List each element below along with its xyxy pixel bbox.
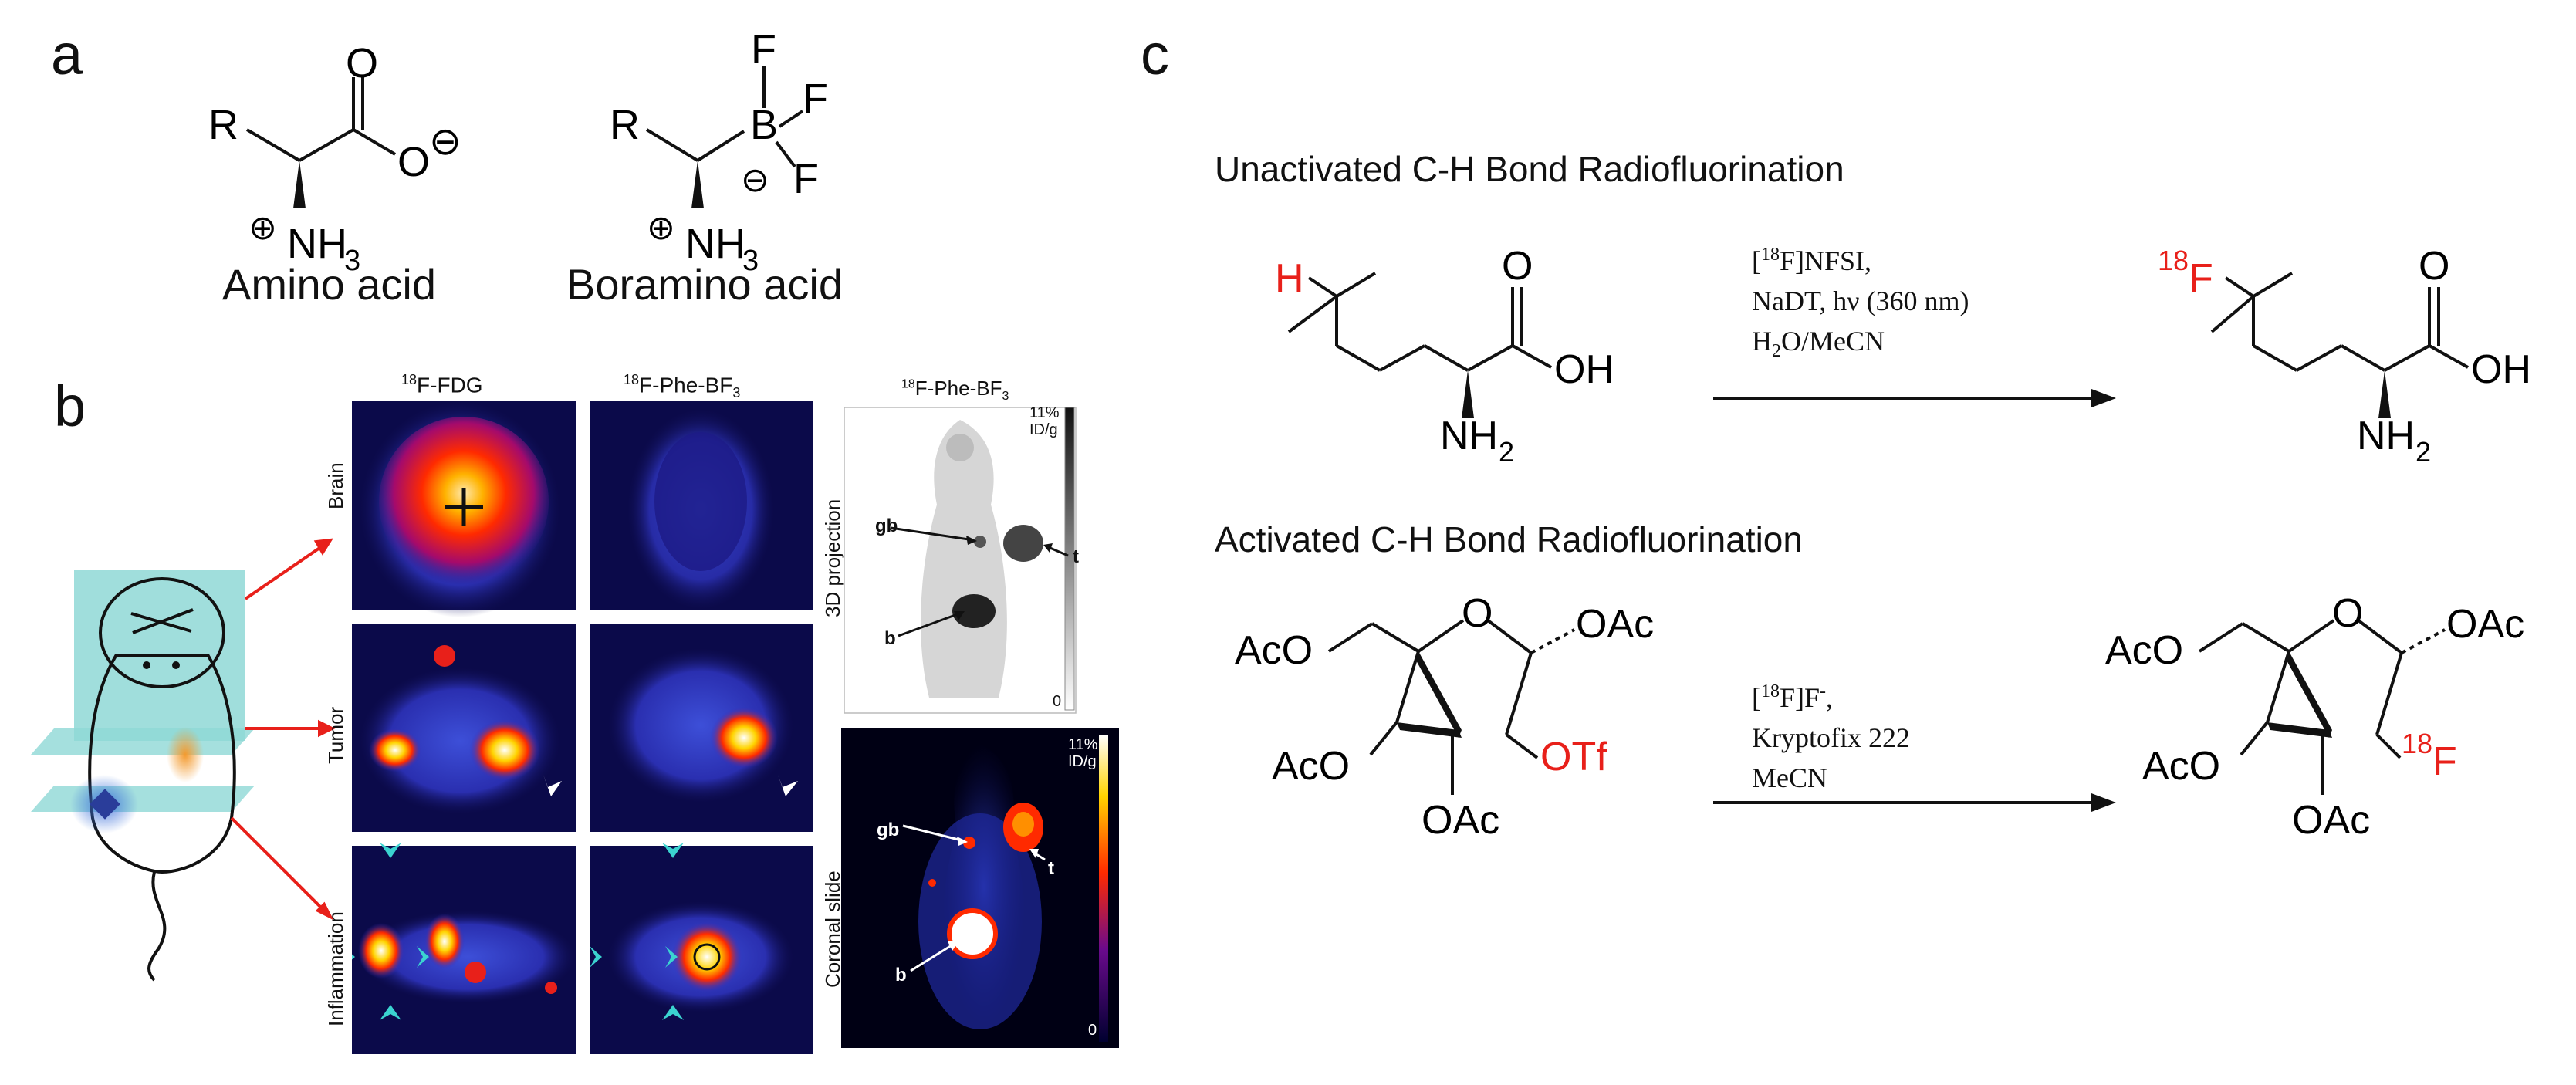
- column-label-fdg: 18F-FDG: [401, 372, 483, 397]
- coronal-image: [841, 728, 1119, 1048]
- reaction-1-nh: NH: [1440, 414, 1498, 458]
- boramino-f2: F: [803, 76, 828, 122]
- reaction-1-left-bonds: [1287, 272, 1552, 372]
- panel-letter-b: b: [54, 374, 86, 438]
- reaction-2-product-o-ring: O: [2332, 591, 2363, 636]
- heading-activated: Activated C-H Bond Radiofluorination: [1215, 519, 1803, 559]
- amino-acid-bonds: [245, 77, 397, 162]
- reaction-1-product-o: O: [2419, 244, 2449, 289]
- reaction-2-product-18: 18: [2402, 728, 2432, 759]
- reaction-1-right-bonds: [2210, 272, 2469, 372]
- mouse-head: [99, 577, 225, 688]
- pet-image-grid: [352, 401, 813, 1054]
- mouse-cross: [130, 608, 194, 634]
- row-label-inflammation: Inflammation: [324, 911, 347, 1026]
- mouse-silhouette: [921, 420, 1007, 698]
- mouse-cartoon: [31, 538, 336, 982]
- amino-minus: ⊖: [429, 120, 461, 163]
- panel-a-structures: R O O ⊖ ⊕ NH 3 R B F F F ⊖ ⊕ NH 3: [208, 26, 828, 277]
- coronal-scale-top: 11%ID/g: [1068, 736, 1098, 770]
- heading-unactivated: Unactivated C-H Bond Radiofluorination: [1215, 149, 1844, 189]
- projection-gb-label: gb: [875, 515, 898, 536]
- amino-plus: ⊕: [248, 209, 277, 247]
- amino-o-top: O: [346, 40, 378, 86]
- projection-title: 18F-Phe-BF3: [901, 377, 1009, 404]
- reaction-1-product-oh: OH: [2471, 347, 2531, 392]
- reaction-2-product-oac-right: OAc: [2446, 602, 2524, 647]
- mouse-body: [88, 654, 236, 874]
- projection-scale-bottom: 0: [1053, 693, 1062, 710]
- boramino-nh-sub: 3: [742, 245, 759, 277]
- projection-side-label: 3D projection: [821, 499, 844, 617]
- reaction-1-18: 18: [2158, 245, 2189, 276]
- reaction-2-oac-right: OAc: [1576, 602, 1654, 647]
- projection-scale-top: 11%ID/g: [1029, 404, 1060, 438]
- row-label-brain: Brain: [324, 462, 347, 509]
- reaction-1: H O OH NH 2 18 F O OH NH 2: [1275, 244, 2531, 468]
- mouse-tail: [147, 871, 167, 982]
- boramino-acid-wedge: [691, 161, 704, 208]
- boramino-nh: NH: [685, 221, 745, 267]
- reaction-2-product-aco-left: AcO: [2142, 744, 2220, 789]
- projection-t-label: t: [1073, 546, 1079, 567]
- coronal-t-label: t: [1048, 858, 1054, 879]
- reaction-1-product-nh: NH: [2357, 414, 2415, 458]
- reaction-2-product-f: F: [2432, 739, 2457, 784]
- caption-amino-acid: Amino acid: [222, 260, 437, 309]
- tumor-arrowhead-icon: [543, 775, 562, 796]
- reaction-2-oac-bottom: OAc: [1422, 798, 1499, 843]
- boramino-b: B: [750, 102, 778, 148]
- amino-nh-sub: 3: [344, 245, 360, 277]
- column-label-phe: 18F-Phe-BF3: [624, 372, 741, 401]
- reaction-2-o-ring: O: [1462, 591, 1493, 636]
- reaction-1-conditions: [18F]NFSI, NaDT, hν (360 nm) H2O/MeCN: [1752, 245, 1969, 362]
- boramino-minus: ⊖: [741, 161, 769, 199]
- reaction-2-left-bonds: [1327, 619, 1539, 795]
- row-label-tumor: Tumor: [324, 706, 347, 764]
- reaction-1-nh-sub: 2: [1499, 436, 1514, 468]
- inflammation-plane: [31, 786, 255, 812]
- coronal-b-label: b: [895, 965, 907, 985]
- boramino-plus: ⊕: [647, 209, 675, 247]
- amino-o-minus: O: [397, 139, 430, 185]
- boramino-f3: F: [793, 156, 819, 202]
- panel-letter-c: c: [1141, 22, 1169, 86]
- reaction-2-otf: OTf: [1540, 735, 1607, 779]
- boramino-r: R: [610, 102, 640, 148]
- panel-letter-a: a: [51, 22, 83, 86]
- selection-arrows: [230, 538, 336, 921]
- amino-r: R: [208, 102, 238, 148]
- reaction-2-product-aco-top: AcO: [2105, 628, 2183, 673]
- coronal-scale-bottom: 0: [1088, 1022, 1097, 1039]
- reaction-1-product-nh-sub: 2: [2415, 436, 2431, 468]
- tumor-arrowhead-icon-2: [778, 775, 798, 796]
- boramino-acid-bonds: [645, 66, 804, 168]
- coronal-gb-label: gb: [877, 820, 900, 840]
- reaction-1-f: F: [2189, 256, 2213, 301]
- caption-boramino-acid: Boramino acid: [566, 260, 843, 309]
- reaction-2-product-oac-bottom: OAc: [2292, 798, 2370, 843]
- reaction-2: AcO O OAc AcO OTf OAc AcO O OAc AcO 18 F…: [1235, 591, 2524, 843]
- reaction-1-o: O: [1502, 244, 1533, 289]
- amino-acid-wedge: [293, 161, 306, 208]
- reaction-2-right-bonds: [2198, 619, 2403, 795]
- reaction-2-conditions: [18F]F-, Kryptofix 222 MeCN: [1752, 681, 1910, 793]
- reaction-1-h: H: [1275, 256, 1304, 301]
- reaction-1-oh: OH: [1554, 347, 1614, 392]
- cyan-arrowheads: [352, 843, 684, 1020]
- projection-image: [844, 407, 1077, 714]
- boramino-f1: F: [751, 26, 776, 73]
- amino-nh: NH: [287, 221, 347, 267]
- tumor-marker: [167, 727, 204, 782]
- tumor-plane: [31, 728, 255, 755]
- crosshair-icon: [445, 488, 483, 526]
- projection-b-label: b: [884, 628, 896, 649]
- reaction-2-aco-top: AcO: [1235, 628, 1313, 673]
- reaction-2-aco-left: AcO: [1272, 744, 1350, 789]
